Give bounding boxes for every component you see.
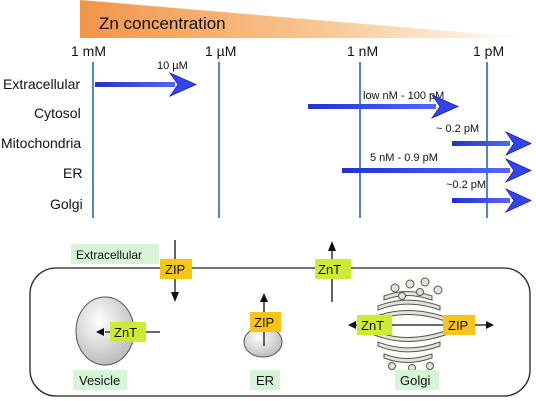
- range-label-mitochondria: ~ 0.2 pM: [436, 123, 479, 135]
- vesicle-label-box: [73, 370, 127, 390]
- er-arrowhead: [260, 293, 268, 302]
- znt-golgi: [357, 315, 392, 335]
- znt-vesicle-label: ZnT: [114, 325, 137, 340]
- extracellular-label: Extracellular: [76, 248, 142, 262]
- range-label-cytosol: low nM - 100 pM: [363, 90, 444, 102]
- zip-membrane-arrowhead: [171, 292, 179, 302]
- concentration-wedge: [80, 0, 530, 38]
- zip-plasma-membrane: [160, 259, 192, 279]
- tick-label-uM: 1 µM: [205, 43, 236, 59]
- zip-golgi: [443, 315, 475, 335]
- vesicle-arrowhead: [96, 328, 104, 336]
- row-label-golgi: Golgi: [50, 196, 83, 212]
- row-label-er: ER: [63, 165, 82, 181]
- zip-plasma-membrane-label: ZIP: [165, 262, 185, 277]
- row-label-extracellular: Extracellular: [3, 76, 80, 92]
- range-arrow-extracellular: [95, 72, 197, 97]
- zip-er-label: ZIP: [254, 315, 274, 330]
- wedge-title: Zn concentration: [99, 14, 226, 33]
- zip-er: [250, 312, 281, 332]
- range-arrow-golgi: [452, 188, 532, 213]
- golgi-label: Golgi: [400, 373, 430, 388]
- znt-membrane-arrowhead: [328, 241, 336, 251]
- range-label-er: 5 nM - 0.9 pM: [370, 152, 438, 164]
- range-arrow-cytosol: [308, 94, 459, 119]
- row-label-cytosol: Cytosol: [34, 105, 81, 121]
- er-label: ER: [256, 373, 274, 388]
- tick-label-nM: 1 nM: [347, 43, 378, 59]
- range-arrow-er: [342, 158, 532, 183]
- range-label-golgi: ~0.2 pM: [446, 179, 486, 191]
- tick-label-pM: 1 pM: [473, 43, 504, 59]
- znt-plasma-membrane-label: ZnT: [318, 262, 341, 277]
- golgi-label-box: [395, 370, 439, 390]
- er-label-box: [250, 370, 280, 390]
- range-label-extracellular: 10 µM: [157, 60, 188, 72]
- znt-golgi-label: ZnT: [361, 318, 384, 333]
- tick-label-mM: 1 mM: [71, 43, 106, 59]
- vesicle-label: Vesicle: [79, 373, 120, 388]
- extracellular-label-box: [71, 244, 159, 264]
- range-arrow-mitochondria: [452, 131, 532, 156]
- golgi-arrowhead-right: [486, 321, 494, 329]
- row-label-mitochondria: Mitochondria: [1, 135, 81, 151]
- golgi-arrowhead-left: [348, 321, 356, 329]
- znt-vesicle: [110, 322, 146, 342]
- zip-golgi-label: ZIP: [448, 318, 468, 333]
- znt-plasma-membrane: [315, 259, 351, 279]
